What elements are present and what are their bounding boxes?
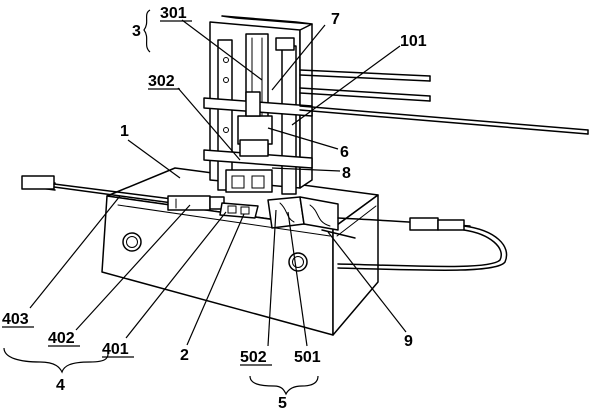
label-101: 101 bbox=[400, 33, 427, 50]
leader-lines bbox=[29, 19, 407, 347]
bracket-3 bbox=[143, 9, 151, 53]
reference-numerals: 3 301 7 101 302 1 6 8 403 402 401 2 502 … bbox=[2, 5, 427, 410]
clamp-block bbox=[219, 202, 259, 219]
label-8: 8 bbox=[342, 165, 351, 182]
label-2: 2 bbox=[180, 347, 189, 364]
label-4: 4 bbox=[56, 377, 65, 394]
base-block bbox=[101, 167, 379, 336]
label-3: 3 bbox=[132, 23, 141, 40]
label-402: 402 bbox=[48, 330, 75, 347]
label-1: 1 bbox=[120, 123, 129, 140]
label-9: 9 bbox=[404, 333, 413, 350]
label-403: 403 bbox=[2, 311, 29, 328]
label-501: 501 bbox=[294, 349, 321, 366]
bracket-4 bbox=[3, 347, 109, 374]
label-401: 401 bbox=[102, 341, 129, 358]
label-7: 7 bbox=[331, 11, 340, 28]
guide-rods bbox=[299, 69, 589, 135]
label-502: 502 bbox=[240, 349, 267, 366]
label-302: 302 bbox=[148, 73, 175, 90]
mounting-hole-right bbox=[288, 252, 308, 272]
label-6: 6 bbox=[340, 144, 349, 161]
right-fixture bbox=[267, 196, 356, 239]
right-cable-assembly bbox=[337, 217, 508, 272]
label-5: 5 bbox=[278, 395, 287, 410]
bracket-5 bbox=[249, 375, 319, 396]
mounting-hole-left bbox=[122, 232, 142, 252]
press-frame bbox=[203, 15, 313, 195]
label-301: 301 bbox=[160, 5, 187, 22]
